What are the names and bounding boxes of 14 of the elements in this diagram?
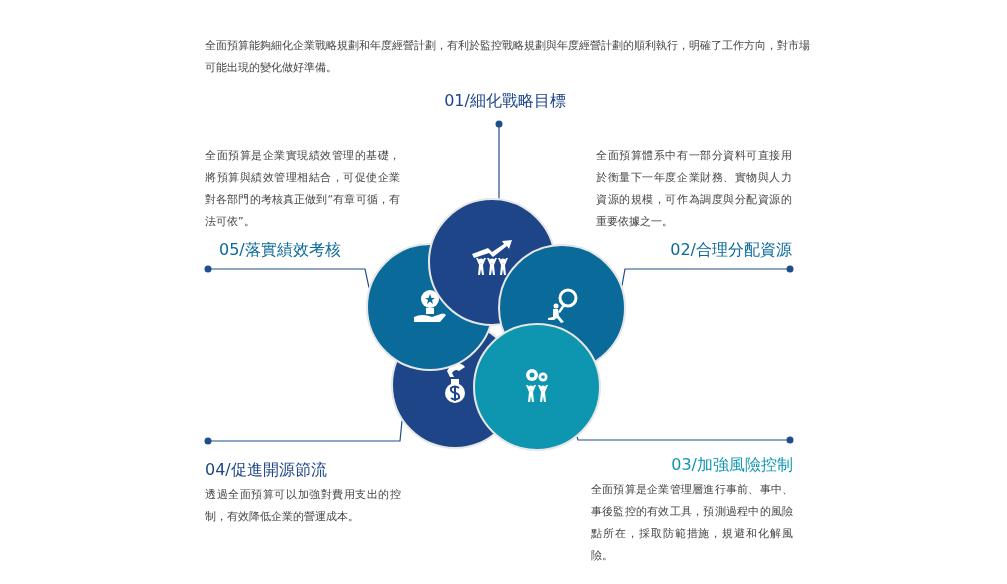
description-text: 全面預算能夠細化企業戰略規劃和年度經營計劃，有利於監控戰略規劃與年度經營計劃的順利執行，明確了工作方向，對市場可能出現的變化做好準備。 xyxy=(205,38,810,76)
heading: 03/加強風險控制 xyxy=(671,455,793,475)
leader-line xyxy=(495,120,503,199)
description-text: 全面預算體系中有一部分資料可直接用於衡量下一年度企業財務、實物與人力資源的規模，可作為調度與分配資源的重要依據之一。 xyxy=(596,148,792,230)
leader-line xyxy=(204,420,403,445)
leader-line xyxy=(576,436,794,444)
heading: 04/促進開源節流 xyxy=(205,460,327,480)
description-text: 全面預算是企業實現績效管理的基礎，將預算與績效管理相結合，可促使企業對各部門的考核真正做到“有章可循，有法可依”。 xyxy=(205,148,400,230)
heading: 01/細化戰略目標 xyxy=(443,91,567,111)
description-text: 全面預算是企業管理層進行事前、事中、事後監控的有效工具，預測過程中的風險點所在，採取防範措施，規避和化解風險。 xyxy=(591,482,793,564)
description-text: 透過全面預算可以加強對費用支出的控制，有效降低企業的營運成本。 xyxy=(205,487,401,525)
heading: 05/落實績效考核 xyxy=(219,240,341,260)
heading: 02/合理分配資源 xyxy=(670,240,792,260)
leader-line xyxy=(204,265,370,289)
